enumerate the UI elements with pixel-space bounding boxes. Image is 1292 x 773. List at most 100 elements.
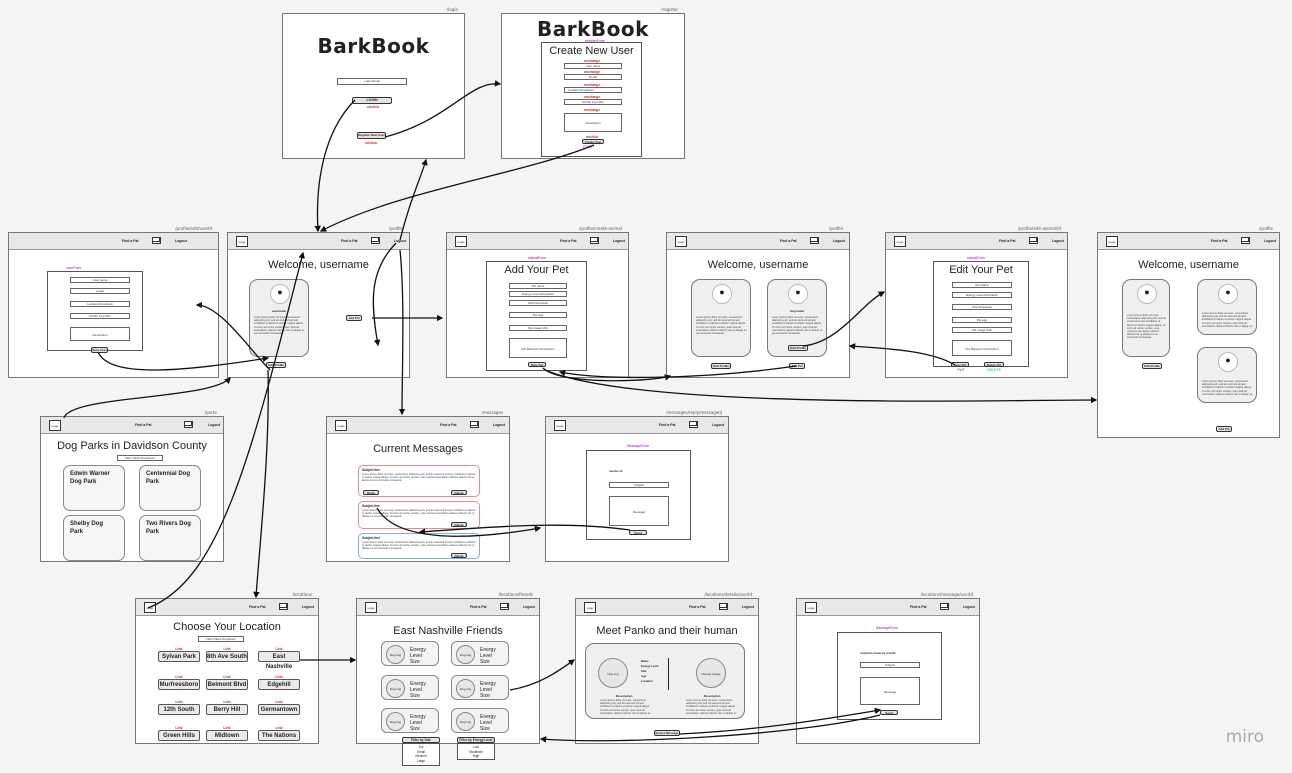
mail-icon[interactable] [500, 603, 509, 610]
size-dropdown[interactable]: Size Dropdown [952, 304, 1012, 310]
message-field[interactable]: Message [609, 496, 669, 526]
find-pal-link[interactable]: Find a Pal [659, 423, 676, 427]
energy-option[interactable]: Low [473, 745, 479, 749]
park-card[interactable]: Shelby Dog Park [63, 515, 125, 561]
pet-image-field[interactable]: Pet image URL [509, 325, 567, 331]
mail-icon[interactable] [152, 237, 161, 244]
energy-dropdown[interactable]: Energy Level Dropdown [509, 291, 567, 297]
username-field[interactable]: User name [70, 277, 130, 283]
delete-button[interactable]: Delete [451, 553, 467, 558]
delete-button[interactable]: Delete [451, 522, 467, 527]
mail-icon[interactable] [590, 237, 599, 244]
find-pal-link[interactable]: Find a Pal [440, 423, 457, 427]
description-field[interactable]: Description [70, 327, 130, 341]
logo[interactable]: Logo [144, 602, 156, 613]
size-option[interactable]: Toy [418, 745, 424, 749]
mail-icon[interactable] [279, 603, 288, 610]
profile-img-field[interactable]: Profile img URL [564, 99, 622, 105]
location-button[interactable]: Green Hills [158, 730, 200, 741]
delete-button[interactable]: Delete [451, 490, 467, 495]
login-email-field[interactable]: Login Email [337, 78, 407, 85]
description-field[interactable]: Description [564, 113, 622, 132]
logout-link[interactable]: Logout [963, 605, 975, 609]
save-pet-button[interactable]: Save Pet [951, 362, 969, 367]
filter-size-button[interactable]: Filter by Size [402, 737, 440, 743]
pet-name-field[interactable]: Pet Name [952, 282, 1012, 288]
mail-icon[interactable] [689, 421, 698, 428]
logout-link[interactable]: Logout [523, 605, 535, 609]
logout-link[interactable]: Logout [302, 605, 314, 609]
location-button[interactable]: Edgehill [258, 679, 300, 690]
create-user-button[interactable]: Create User [582, 139, 604, 144]
pet-name-field[interactable]: Pet name [509, 283, 567, 289]
location-dropdown[interactable]: Location Dropdown [70, 301, 130, 307]
save-pet-button[interactable]: Save Pet [528, 362, 546, 367]
find-pal-link[interactable]: Find a Pal [999, 239, 1016, 243]
pet-age-field[interactable]: Pet Age [509, 312, 567, 318]
find-pal-link[interactable]: Find a Pal [122, 239, 139, 243]
login-button[interactable]: LOGIN [352, 97, 392, 104]
reply-button[interactable]: Reply [363, 490, 379, 495]
logout-link[interactable]: Logout [208, 423, 220, 427]
location-button[interactable]: The Nations [258, 730, 300, 741]
logo[interactable]: Logo [236, 236, 248, 247]
logo[interactable]: Logo [805, 602, 817, 613]
logout-link[interactable]: Logout [175, 239, 187, 243]
logo[interactable]: Logo [455, 236, 467, 247]
edit-profile-button[interactable]: Edit Profile [711, 363, 731, 369]
location-button[interactable]: Murfreesboro [158, 679, 200, 690]
subject-field[interactable]: Subject [609, 482, 669, 488]
mail-icon[interactable] [470, 421, 479, 428]
edit-profile-button[interactable]: Edit Profile [1142, 363, 1162, 369]
logo[interactable]: Logo [894, 236, 906, 247]
find-pal-link[interactable]: Find a Pal [689, 605, 706, 609]
size-option[interactable]: Medium [415, 754, 427, 758]
pet-description-field[interactable]: Pet Behavior Description [509, 338, 567, 358]
size-dropdown[interactable]: Size Dropdown [509, 300, 567, 306]
email-field[interactable]: email [70, 288, 130, 294]
logout-link[interactable]: Logout [833, 239, 845, 243]
logout-link[interactable]: Logout [1264, 239, 1276, 243]
find-pal-link[interactable]: Find a Pal [341, 239, 358, 243]
mail-icon[interactable] [1029, 237, 1038, 244]
add-pet-button[interactable]: Add Pet [789, 363, 805, 369]
send-button[interactable]: Send [629, 530, 647, 535]
mail-icon[interactable] [1241, 237, 1250, 244]
logo[interactable]: Logo [335, 420, 347, 431]
logout-link[interactable]: Logout [613, 239, 625, 243]
logo[interactable]: Logo [675, 236, 687, 247]
size-option[interactable]: Small [417, 749, 425, 754]
mail-icon[interactable] [719, 603, 728, 610]
send-message-button[interactable]: Send a Message [654, 730, 680, 736]
mail-icon[interactable] [184, 421, 193, 428]
location-button[interactable]: East Nashville [258, 651, 300, 670]
location-dropdown[interactable]: Location Dropdown [564, 87, 622, 93]
logout-link[interactable]: Logout [742, 605, 754, 609]
park-card[interactable]: Two Rivers Dog Park [139, 515, 201, 561]
message-field[interactable]: Message [860, 677, 920, 705]
location-button[interactable]: Germantown [258, 704, 300, 715]
logout-link[interactable]: Logout [394, 239, 406, 243]
park-card[interactable]: Centennial Dog Park [139, 465, 201, 511]
logout-link[interactable]: Logout [1052, 239, 1064, 243]
energy-dropdown[interactable]: Energy Level Dropdown [952, 292, 1012, 298]
location-button[interactable]: 12th South [158, 704, 200, 715]
add-pet-button[interactable]: Add Pet [346, 315, 362, 321]
location-button[interactable]: Belmont Blvd [206, 679, 248, 690]
find-pal-link[interactable]: Find a Pal [470, 605, 487, 609]
add-pet-button[interactable]: Add Pet [1216, 426, 1232, 432]
logo[interactable]: Logo [584, 602, 596, 613]
profile-img-field[interactable]: Profile img URL [70, 313, 130, 319]
mail-icon[interactable] [940, 603, 949, 610]
register-button[interactable]: Register New User [357, 132, 386, 139]
energy-option[interactable]: Moderate [469, 749, 483, 754]
mail-icon[interactable] [371, 237, 380, 244]
email-field[interactable]: Email [564, 74, 622, 80]
logo[interactable]: Logo [554, 420, 566, 431]
delete-pet-button[interactable]: Delete Pet [984, 362, 1004, 367]
